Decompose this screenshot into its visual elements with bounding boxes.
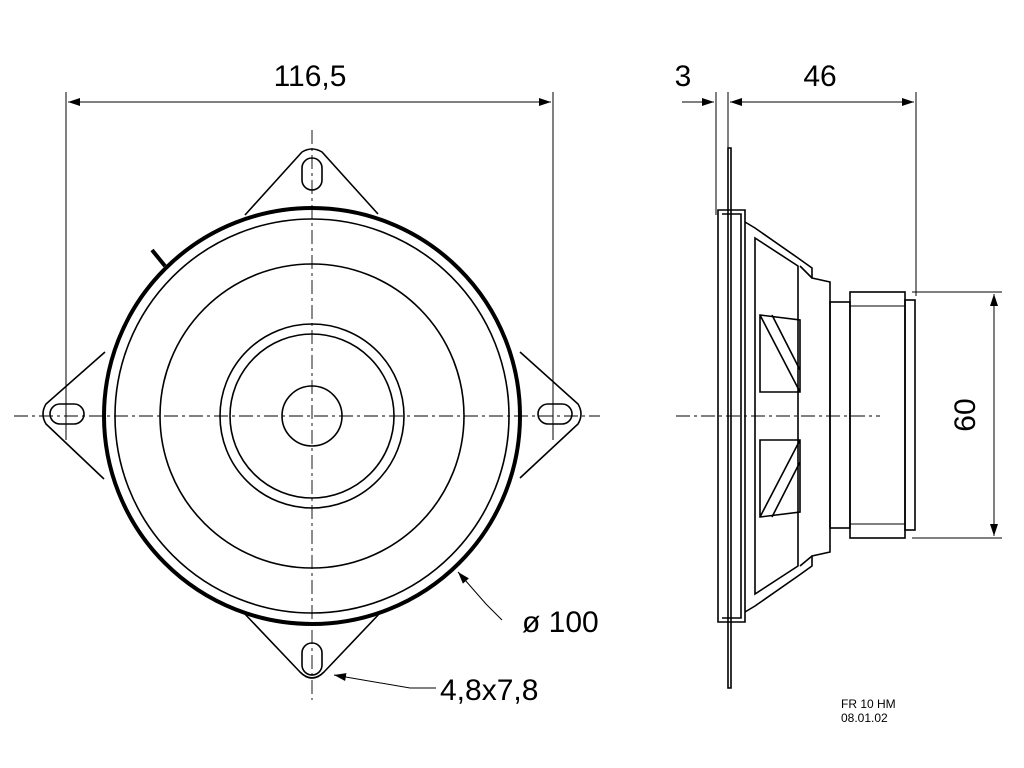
cone-diameter-label: ø 100	[522, 606, 599, 639]
side-flange	[727, 147, 732, 689]
side-frame-rim	[717, 209, 746, 623]
side-magnet-plate	[829, 301, 851, 529]
cone-diameter-callout: ø 100	[457, 571, 599, 639]
slot-size-label: 4,8x7,8	[440, 674, 538, 707]
side-magnet	[849, 291, 906, 539]
mounting-frame-outline	[42, 148, 582, 679]
basket-window-upper	[759, 314, 801, 393]
front-view	[14, 130, 600, 700]
slot-size-callout: 4,8x7,8	[333, 673, 538, 707]
mounting-slot-left	[49, 403, 85, 425]
basket-window-lower	[759, 439, 801, 518]
side-basket	[744, 221, 831, 613]
side-basket-inner	[754, 236, 799, 596]
depth-label: 46	[803, 60, 836, 93]
flange-thickness-label: 3	[675, 60, 692, 93]
magnet-dimension: 60	[912, 291, 1002, 539]
depth-dimensions: 3 46	[675, 60, 917, 296]
side-magnet-back	[904, 299, 916, 531]
width-dimension: 116,5	[65, 60, 554, 440]
magnet-diameter-label: 60	[949, 398, 982, 431]
mounting-slot-right	[537, 403, 573, 425]
terminal-marker	[150, 248, 167, 268]
side-view	[676, 147, 916, 689]
drawing-date: 08.01.02	[841, 711, 888, 725]
title-block: FR 10 HM 08.01.02	[841, 697, 896, 725]
model-name: FR 10 HM	[841, 697, 896, 711]
width-dimension-label: 116,5	[274, 60, 347, 93]
